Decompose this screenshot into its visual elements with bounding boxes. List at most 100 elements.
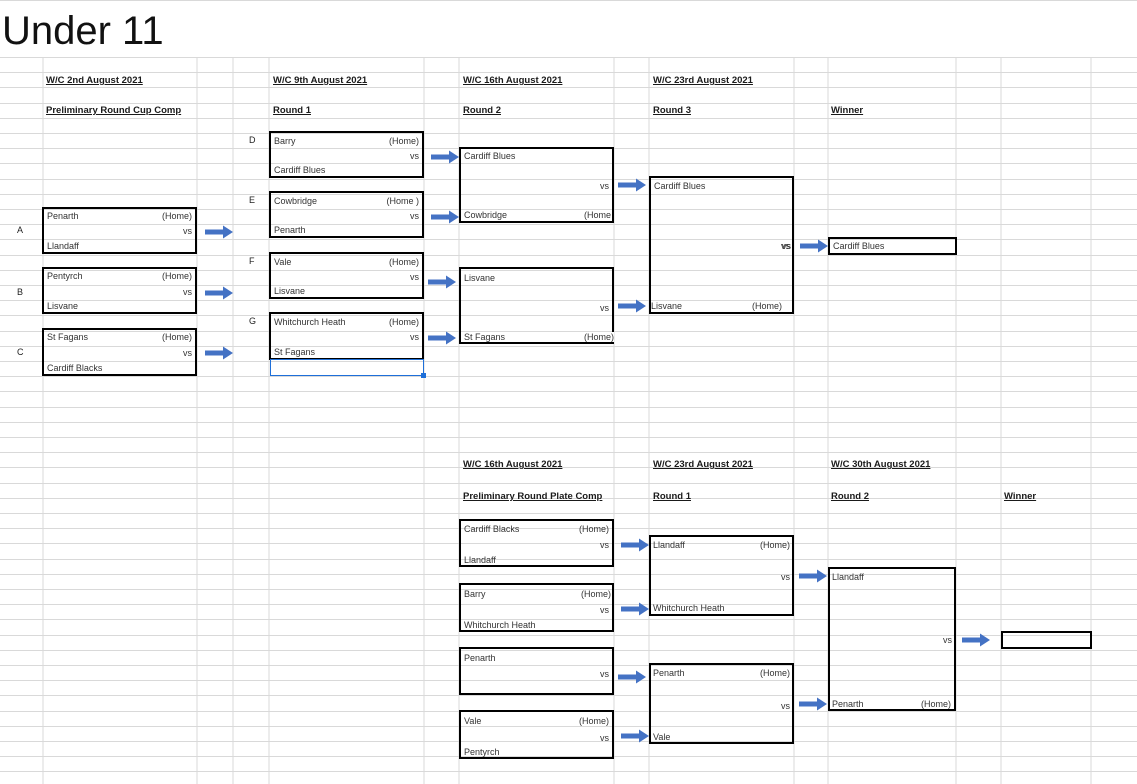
plate-date-round1: W/C 23rd August 2021 — [653, 459, 753, 470]
team1: Llandaff — [653, 540, 685, 550]
cup-prelim-match-b[interactable]: Pentyrch (Home) vs Lisvane — [42, 267, 197, 314]
vs-label: vs — [600, 540, 609, 550]
cup-prelim-match-c[interactable]: St Fagans (Home) vs Cardiff Blacks — [42, 328, 197, 376]
cup-r1-match-f[interactable]: Vale (Home) vs Lisvane — [269, 252, 424, 299]
team1: St Fagans — [47, 332, 89, 342]
plate-winner-box[interactable] — [1001, 631, 1092, 649]
plate-date-prelim: W/C 16th August 2021 — [463, 459, 563, 470]
plate-r1-match-1[interactable]: Llandaff (Home) vs Whitchurch Heath — [649, 535, 794, 616]
plate-round-prelim: Preliminary Round Plate Comp — [463, 491, 603, 502]
team1: Barry — [464, 589, 486, 599]
home-marker: (Home) — [161, 332, 192, 342]
home-marker: (Home — [583, 210, 611, 220]
team2: Lisvane — [274, 286, 306, 296]
vs-label: vs — [600, 669, 609, 679]
cup-date-round1: W/C 9th August 2021 — [273, 75, 368, 86]
team1: Vale — [464, 716, 482, 726]
team1: Lisvane — [464, 273, 496, 283]
plate-date-round2: W/C 30th August 2021 — [831, 459, 931, 470]
cup-r2-match-2[interactable]: Lisvane vs St Fagans (Home) — [459, 267, 614, 344]
arrow-right-icon — [428, 275, 456, 289]
home-marker: (Home) — [388, 317, 419, 327]
group-letter-f: F — [249, 256, 255, 266]
home-marker: (Home) — [583, 332, 614, 342]
plate-r1-match-2[interactable]: Penarth (Home) vs Vale — [649, 663, 794, 744]
arrow-right-icon — [431, 150, 459, 164]
vs-label: vs — [782, 241, 791, 251]
home-marker: (Home ) — [386, 196, 419, 206]
team2: Llandaff — [47, 241, 79, 251]
home-marker: (Home) — [161, 271, 192, 281]
team2: St Fagans — [464, 332, 506, 342]
vs-label: vs — [781, 572, 790, 582]
vs-label: vs — [410, 332, 419, 342]
cup-round-prelim: Preliminary Round Cup Comp — [46, 105, 182, 116]
plate-round-2: Round 2 — [831, 491, 869, 502]
team1: Cardiff Blacks — [464, 524, 520, 534]
group-letter-d: D — [249, 135, 256, 145]
team2: Whitchurch Heath — [653, 603, 725, 613]
group-letter-g: G — [249, 316, 257, 326]
team1: Penarth — [653, 668, 685, 678]
group-letter-b: B — [17, 287, 24, 297]
plate-round-1: Round 1 — [653, 491, 691, 502]
team2: Whitchurch Heath — [464, 620, 536, 630]
arrow-right-icon — [800, 239, 828, 253]
arrow-right-icon — [621, 538, 649, 552]
plate-prelim-match-4[interactable]: Vale (Home) vs Pentyrch — [459, 710, 614, 759]
team2: Cardiff Blacks — [47, 363, 103, 373]
plate-round-winner: Winner — [1004, 491, 1037, 502]
team2: Pentyrch — [464, 747, 500, 757]
arrow-right-icon — [205, 346, 233, 360]
arrow-right-icon — [799, 697, 827, 711]
arrow-right-icon — [621, 729, 649, 743]
cup-r3-match[interactable]: Cardiff Blues vs Lisvane (Home) — [649, 176, 794, 314]
cup-r1-match-d[interactable]: Barry (Home) vs Cardiff Blues — [269, 131, 424, 178]
home-marker: (Home) — [388, 257, 419, 267]
arrow-right-icon — [618, 178, 646, 192]
group-letter-e: E — [249, 195, 256, 205]
plate-r2-match[interactable]: Llandaff Penarth (Home) — [828, 567, 956, 711]
vs-label: vs — [781, 701, 790, 711]
cup-date-round2: W/C 16th August 2021 — [463, 75, 563, 86]
home-marker: (Home) — [759, 668, 790, 678]
vs-label: vs — [410, 272, 419, 282]
arrow-right-icon — [205, 225, 233, 239]
team2: Cardiff Blues — [274, 165, 326, 175]
plate-prelim-match-3[interactable]: Penarth vs — [459, 647, 614, 695]
selected-cell[interactable] — [270, 359, 426, 378]
arrow-right-icon — [962, 633, 990, 647]
vs-label: vs — [183, 226, 192, 236]
home-marker: (Home) — [161, 211, 192, 221]
team2: Vale — [653, 732, 671, 742]
cup-date-round3: W/C 23rd August 2021 — [653, 75, 753, 86]
team1: Llandaff — [832, 572, 864, 582]
team2: St Fagans — [274, 347, 316, 357]
cup-r1-match-g[interactable]: Whitchurch Heath (Home) vs St Fagans — [269, 312, 424, 360]
arrow-right-icon — [428, 331, 456, 345]
cup-date-prelim: W/C 2nd August 2021 — [46, 75, 143, 86]
plate-winner-vs: vs — [943, 635, 952, 645]
cup-r2-match-1[interactable]: Cardiff Blues vs Cowbridge (Home — [459, 147, 614, 223]
team1: Vale — [274, 257, 292, 267]
team2: Penarth — [274, 225, 306, 235]
winner-team: Cardiff Blues — [833, 241, 885, 251]
team1: Whitchurch Heath — [274, 317, 346, 327]
cup-winner-box[interactable]: Cardiff Blues — [828, 237, 957, 255]
cup-prelim-match-a[interactable]: Penarth (Home) vs Llandaff — [42, 207, 197, 254]
vs-label: vs — [410, 211, 419, 221]
group-letter-c: C — [17, 347, 24, 357]
plate-prelim-match-2[interactable]: Barry (Home) vs Whitchurch Heath — [459, 583, 614, 632]
vs-label: vs — [183, 348, 192, 358]
cup-r1-match-e[interactable]: Cowbridge (Home ) vs Penarth — [269, 191, 424, 238]
home-marker: (Home) — [388, 136, 419, 146]
team1: Pentyrch — [47, 271, 83, 281]
plate-prelim-match-1[interactable]: Cardiff Blacks (Home) vs Llandaff — [459, 519, 614, 567]
home-marker: (Home) — [580, 589, 611, 599]
arrow-right-icon — [618, 670, 646, 684]
team1: Penarth — [47, 211, 79, 221]
home-marker: (Home) — [920, 699, 951, 709]
vs-label: vs — [410, 151, 419, 161]
team2: Lisvane — [47, 301, 79, 311]
team2: Lisvane — [651, 301, 683, 311]
